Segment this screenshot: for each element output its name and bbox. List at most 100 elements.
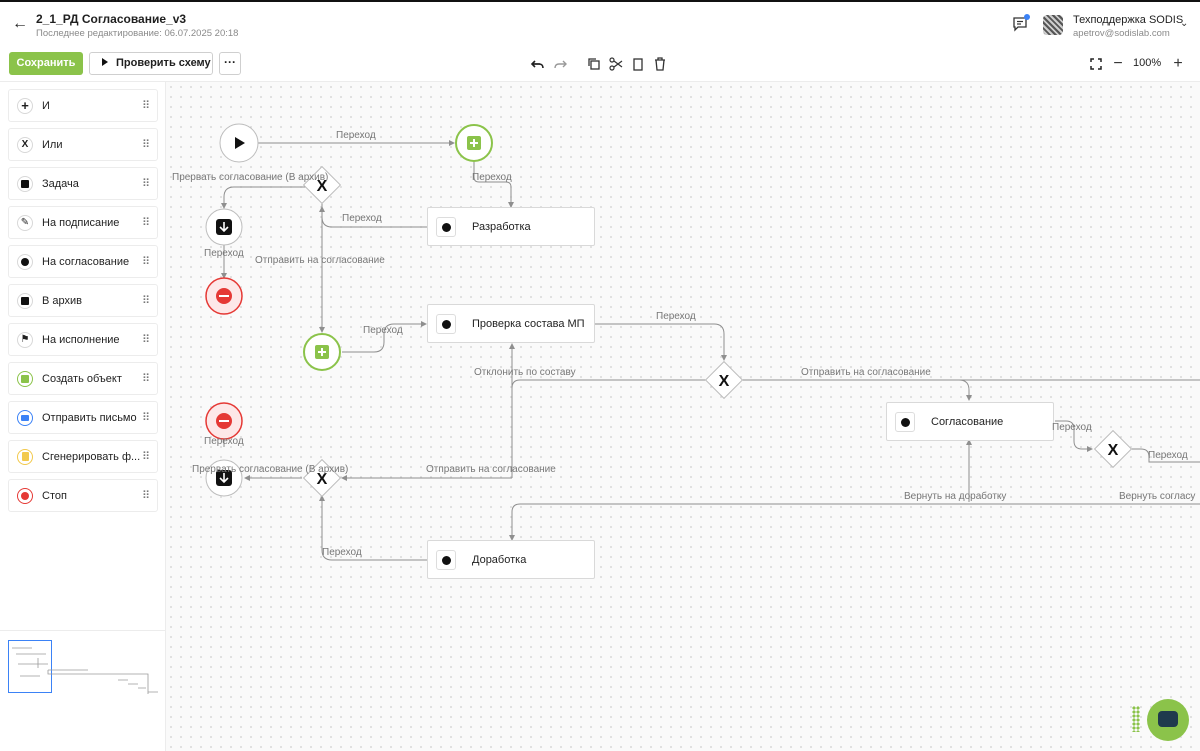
palette-item-execution[interactable]: ⚑ На исполнение ⠿ [8, 323, 158, 356]
palette-item-stop[interactable]: Стоп ⠿ [8, 479, 158, 512]
archive-node [205, 459, 243, 497]
edge-label: Переход [336, 130, 376, 141]
task-icon [17, 176, 33, 192]
edge [509, 503, 1200, 541]
drag-handle-icon[interactable]: ⠿ [141, 373, 150, 385]
fullscreen-icon[interactable] [1088, 56, 1104, 72]
pen-icon: ✎ [17, 215, 33, 231]
copy-icon[interactable] [586, 56, 602, 72]
document-title: 2_1_РД Согласование_v3 [36, 12, 187, 26]
palette-item-create-object[interactable]: Создать объект ⠿ [8, 362, 158, 395]
exclusive-gateway: X [302, 458, 342, 498]
chevron-down-icon[interactable]: ⌄ [1180, 18, 1189, 29]
palette-item-or[interactable]: X Или ⠿ [8, 128, 158, 161]
file-icon [17, 449, 33, 465]
edge-label: Переход [472, 172, 512, 183]
diagram-edges: X X X X [205, 123, 1200, 561]
user-name[interactable]: Техподдержка SODIS [1073, 14, 1184, 26]
diagram-canvas[interactable]: X X X X [166, 82, 1200, 751]
check-circle-icon [17, 254, 33, 270]
edge-label: Отправить на согласование [801, 367, 931, 378]
back-arrow-icon[interactable]: ← [12, 15, 28, 32]
edge [319, 495, 427, 561]
edge-label: Отправить на согласование [426, 464, 556, 475]
edge [473, 162, 514, 208]
edge-label: Переход [656, 311, 696, 322]
create-object-icon [17, 371, 33, 387]
edge [509, 343, 707, 389]
task-proverka[interactable]: Проверка состава МП [427, 304, 595, 343]
stop-icon [17, 488, 33, 504]
minimap[interactable] [8, 640, 158, 700]
palette-item-sign[interactable]: ✎ На подписание ⠿ [8, 206, 158, 239]
palette-item-approval[interactable]: На согласование ⠿ [8, 245, 158, 278]
edge [742, 379, 972, 401]
x-icon: X [17, 137, 33, 153]
paste-icon[interactable] [630, 56, 646, 72]
zoom-out-icon[interactable]: − [1113, 55, 1123, 72]
drag-handle-icon[interactable]: ⠿ [141, 256, 150, 268]
task-dorabotka[interactable]: Доработка [427, 540, 595, 579]
task-label: Проверка состава МП [472, 318, 585, 330]
drag-handle-icon[interactable]: ⠿ [141, 451, 150, 463]
redo-icon[interactable] [552, 56, 568, 72]
palette-item-label: На согласование [42, 256, 130, 268]
edge-label: Вернуть на доработку [904, 491, 1007, 502]
svg-text:X: X [317, 178, 328, 195]
task-label: Доработка [472, 554, 527, 566]
drag-handle-icon[interactable]: ⠿ [141, 100, 150, 112]
palette-sidebar: + И ⠿ X Или ⠿ Задача ⠿ ✎ На подписание ⠿… [0, 82, 166, 751]
drag-handle-icon[interactable]: ⠿ [141, 139, 150, 151]
palette-item-label: Задача [42, 178, 79, 190]
check-circle-icon [436, 217, 456, 237]
palette-item-label: Создать объект [42, 373, 122, 385]
last-edited-text: Последнее редактирование: 06.07.2025 20:… [36, 28, 239, 39]
scissors-icon[interactable] [608, 56, 624, 72]
drag-handle-icon[interactable] [1132, 706, 1140, 732]
edge-label: Переход [1148, 450, 1188, 461]
notification-dot [1024, 14, 1030, 20]
task-label: Согласование [931, 416, 1004, 428]
palette-item-label: Сгенерировать ф... [42, 451, 141, 463]
edge-label: Прервать согласование (В архив) [172, 172, 329, 183]
edge-label: Отклонить по составу [474, 367, 576, 378]
archive-icon [17, 293, 33, 309]
save-button[interactable]: Сохранить [9, 52, 83, 75]
support-chat-button[interactable] [1147, 699, 1189, 741]
avatar[interactable] [1043, 15, 1063, 35]
drag-handle-icon[interactable]: ⠿ [141, 412, 150, 424]
svg-text:X: X [1108, 442, 1119, 459]
edge-label: Переход [204, 248, 244, 259]
edge-label: Переход [363, 325, 403, 336]
edge [1055, 420, 1093, 452]
palette-item-label: На исполнение [42, 334, 120, 346]
chat-bubble-icon [1158, 711, 1178, 727]
drag-handle-icon[interactable]: ⠿ [141, 295, 150, 307]
more-button[interactable]: ··· [219, 52, 241, 75]
edge [1130, 448, 1200, 463]
plus-icon: + [17, 98, 33, 114]
stop-node [205, 277, 243, 315]
user-email: apetrov@sodislab.com [1073, 28, 1170, 39]
trash-icon[interactable] [652, 56, 668, 72]
drag-handle-icon[interactable]: ⠿ [141, 217, 150, 229]
drag-handle-icon[interactable]: ⠿ [141, 334, 150, 346]
palette-item-task[interactable]: Задача ⠿ [8, 167, 158, 200]
drag-handle-icon[interactable]: ⠿ [141, 178, 150, 190]
task-razrabotka[interactable]: Разработка [427, 207, 595, 246]
top-bar: ← 2_1_РД Согласование_v3 Последнее редак… [0, 0, 1200, 46]
check-schema-button[interactable]: Проверить схему [89, 52, 213, 75]
palette-item-send-mail[interactable]: Отправить письмо ⠿ [8, 401, 158, 434]
task-soglasovanie[interactable]: Согласование [886, 402, 1054, 441]
palette-item-and[interactable]: + И ⠿ [8, 89, 158, 122]
palette-item-label: В архив [42, 295, 82, 307]
mail-icon [17, 410, 33, 426]
palette-item-label: На подписание [42, 217, 120, 229]
palette-item-generate-file[interactable]: Сгенерировать ф... ⠿ [8, 440, 158, 473]
undo-icon[interactable] [530, 56, 546, 72]
zoom-in-icon[interactable]: + [1173, 55, 1183, 72]
palette-item-archive[interactable]: В архив ⠿ [8, 284, 158, 317]
drag-handle-icon[interactable]: ⠿ [141, 490, 150, 502]
palette-item-label: Отправить письмо [42, 412, 137, 424]
check-circle-icon [436, 314, 456, 334]
